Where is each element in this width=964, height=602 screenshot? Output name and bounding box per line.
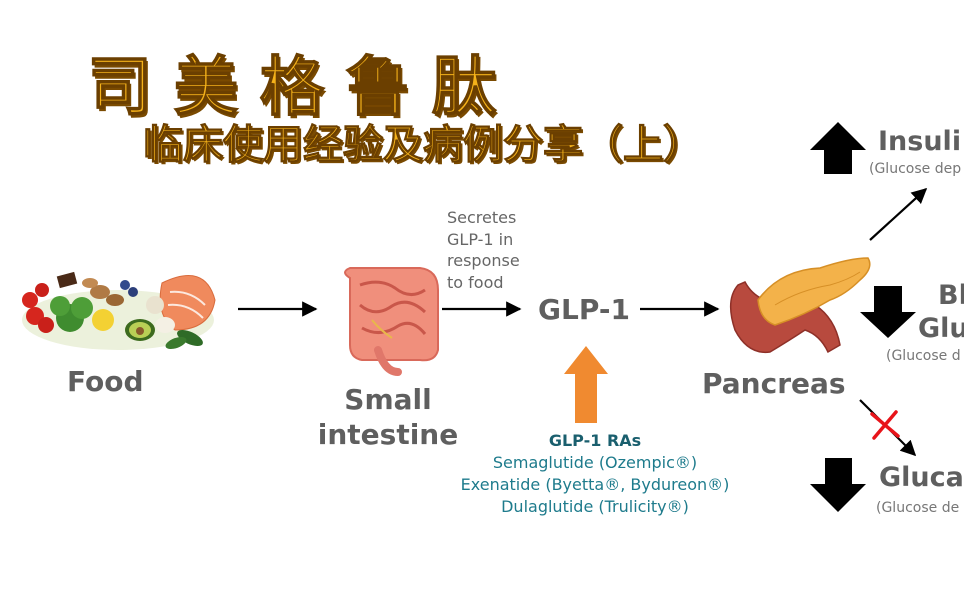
blood-glucose-label-line2: Glu <box>918 313 964 344</box>
pancreas-label: Pancreas <box>702 367 846 400</box>
main-title: 司美格鲁肽 <box>87 50 518 126</box>
food-label: Food <box>67 365 144 398</box>
blocked-cross-icon <box>870 410 900 440</box>
small-intestine-illustration <box>344 267 439 376</box>
secretes-note-line4: to food <box>447 272 504 292</box>
insulin-note: (Glucose dep <box>869 161 962 177</box>
glucagon-down-arrow-icon <box>810 458 866 512</box>
blood-glucose-note: (Glucose d <box>886 348 961 364</box>
glp1-ra-up-arrow-icon <box>564 346 608 423</box>
arrow-pancreas-to-insulin <box>869 187 928 241</box>
glucagon-note: (Glucose de <box>876 500 960 516</box>
small-intestine-label-line1: Small <box>344 383 432 416</box>
drug-item-semaglutide: Semaglutide (Ozempic®) <box>492 453 698 472</box>
drug-item-exenatide: Exenatide (Byetta®, Bydureon®) <box>460 475 730 494</box>
food-illustration <box>22 271 216 350</box>
glucose-down-arrow-icon <box>860 286 916 338</box>
secretes-note-line3: response <box>447 251 520 270</box>
secretes-note-line1: Secretes <box>447 208 517 227</box>
glp1-ra-drug-list: GLP-1 RAs Semaglutide (Ozempic®) Exenati… <box>430 430 760 518</box>
small-intestine-label: Small intestine <box>316 382 460 452</box>
pancreas-illustration <box>729 257 871 354</box>
glp1-label: GLP-1 <box>538 293 630 326</box>
insulin-label: Insuli <box>878 126 962 157</box>
small-intestine-label-line2: intestine <box>317 418 459 451</box>
subtitle: 临床使用经验及病例分享（上） <box>143 122 704 169</box>
insulin-up-arrow-icon <box>810 122 866 174</box>
secretes-note: Secretes GLP-1 in response to food <box>447 207 520 293</box>
blood-glucose-label-line1: Bl <box>938 280 964 311</box>
glucagon-label: Gluca <box>879 462 964 493</box>
drug-list-heading: GLP-1 RAs <box>548 431 642 450</box>
drug-item-dulaglutide: Dulaglutide (Trulicity®) <box>501 497 689 516</box>
secretes-note-line2: GLP-1 in <box>447 229 514 249</box>
